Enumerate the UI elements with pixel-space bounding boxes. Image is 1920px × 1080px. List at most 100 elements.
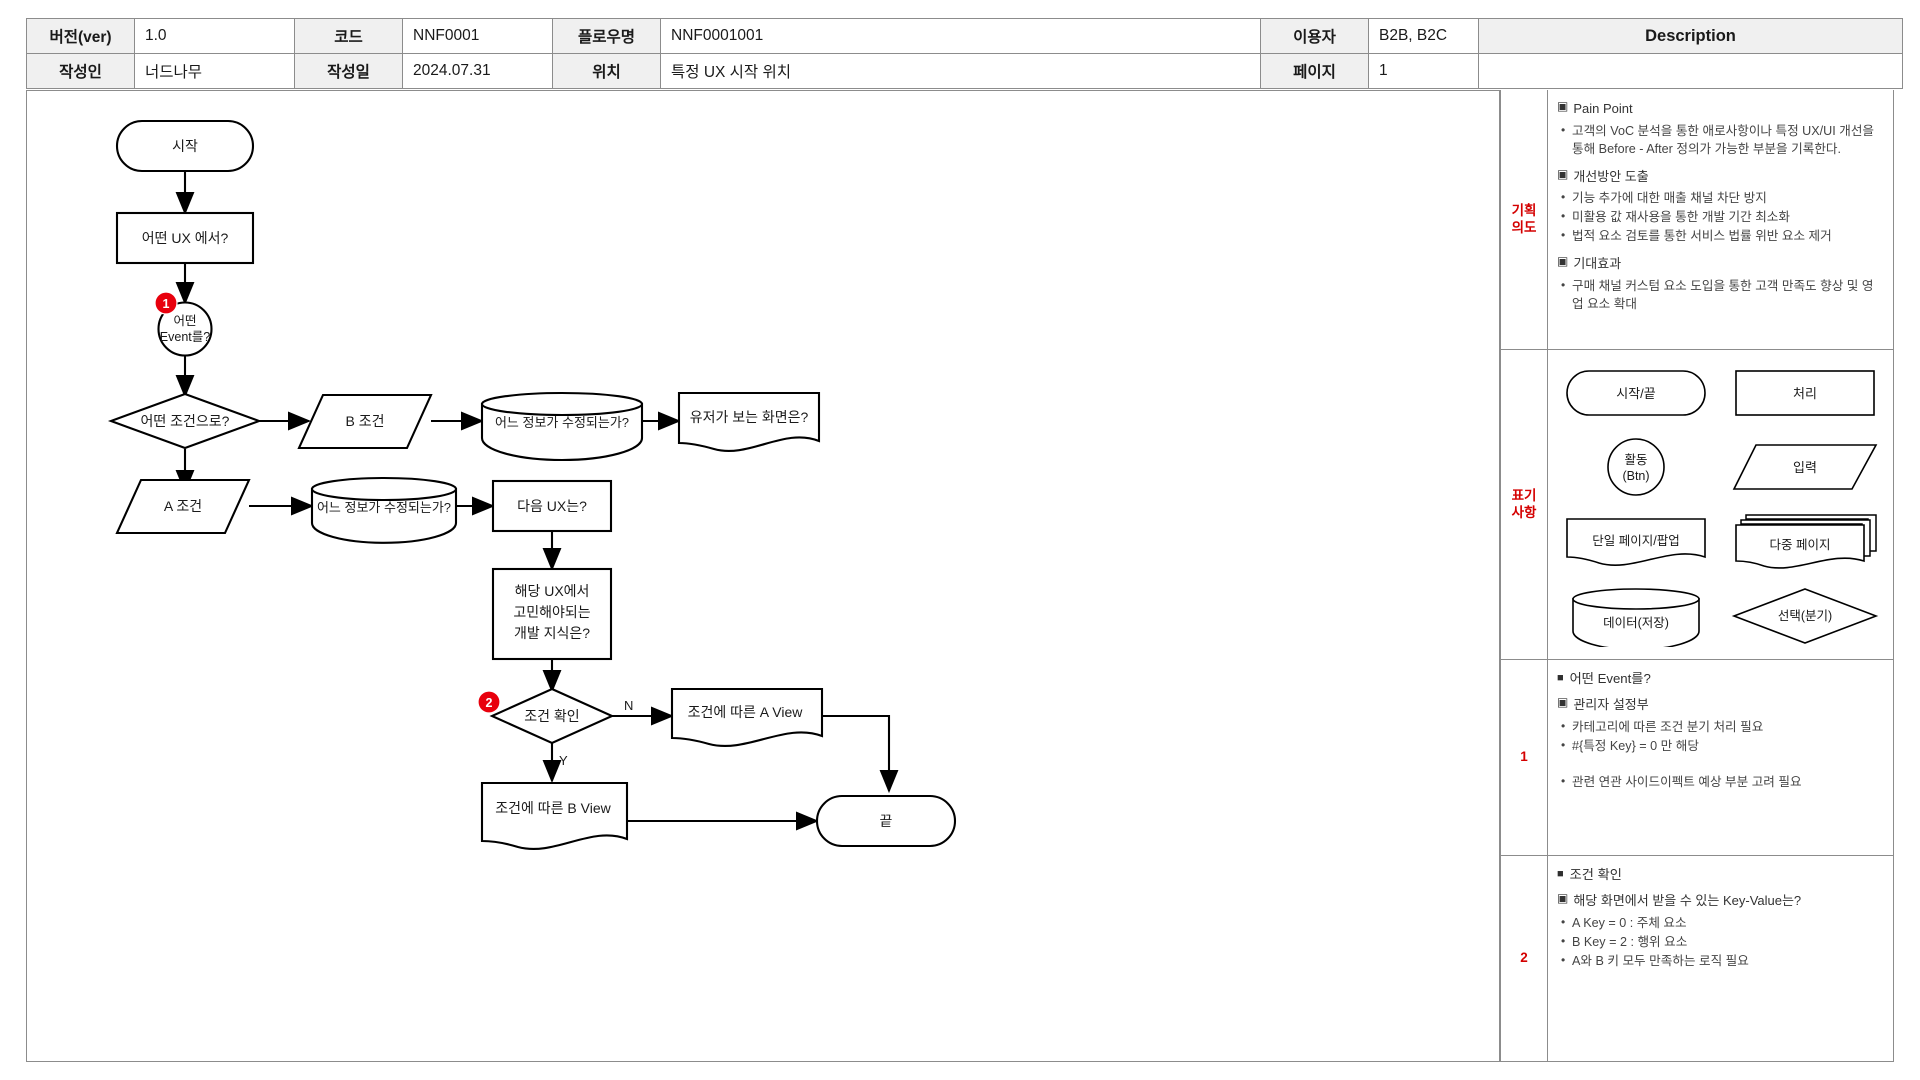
node-dev-knowledge-shape	[491, 567, 613, 661]
edge-aview-to-end	[822, 714, 899, 794]
label-version: 버전(ver)	[26, 18, 135, 54]
note-1-title-row: ■ 어떤 Event를?	[1557, 669, 1884, 688]
note-2-title-row: ■ 조건 확인	[1557, 865, 1884, 884]
note-1-number: 1	[1501, 660, 1548, 855]
parallelogram-icon	[1732, 444, 1878, 491]
intent-items-1: 기능 추가에 대한 매출 채널 차단 방지 미활용 값 재사용을 통한 개발 기…	[1557, 189, 1884, 246]
cylinder-icon	[1572, 588, 1701, 610]
label-code: 코드	[294, 18, 403, 54]
node-start-shape	[115, 119, 255, 173]
square-bullet-icon: ▣	[1557, 99, 1569, 113]
node-dev-knowledge-line1: 해당 UX에서	[515, 583, 590, 599]
node-which-condition-label: 어떤 조건으로?	[141, 413, 230, 429]
legend-item-branch: 선택(분기)	[1721, 579, 1890, 653]
note-2-body: ■ 조건 확인 ▣ 해당 화면에서 받을 수 있는 Key-Value는? A …	[1548, 856, 1893, 1061]
edge-label-n: N	[624, 698, 633, 713]
intent-items-2: 구매 채널 커스텀 요소 도입을 통한 고객 만족도 향상 및 영업 요소 확대	[1557, 277, 1884, 314]
node-user-screen-label: 유저가 보는 화면은?	[690, 409, 809, 425]
flowchart-canvas: 시작 어떤 UX 에서? 어떤 Event를? 어떤 조건으로? B 조건 A …	[26, 90, 1500, 1062]
legend-item-multi-page: 다중 페이지	[1721, 505, 1890, 579]
node-which-event-shape	[157, 301, 213, 357]
square-bullet-icon: ▣	[1557, 254, 1569, 269]
node-check-condition-label: 조건 확인	[524, 708, 579, 724]
list-item: #{특정 Key} = 0 만 해당	[1557, 737, 1884, 756]
marker-2-label: 2	[486, 696, 493, 710]
value-flow-name: NNF0001001	[660, 18, 1261, 54]
list-item: A와 B 키 모두 만족하는 로직 필요	[1557, 952, 1884, 971]
marker-1: 1	[154, 291, 178, 315]
marker-2-badge	[477, 690, 501, 714]
legend-label-input: 입력	[1793, 460, 1817, 475]
marker-1-label: 1	[163, 297, 170, 311]
node-info-modified-bottom-label: 어느 정보가 수정되는가?	[317, 500, 451, 515]
node-cond-b-label: B 조건	[346, 413, 385, 429]
intent-title-0: Pain Point	[1573, 101, 1633, 116]
list-item: B Key = 2 : 행위 요소	[1557, 933, 1884, 952]
circle-icon	[1607, 438, 1666, 497]
diamond-icon	[1731, 588, 1879, 644]
list-item: 관련 연관 사이드이펙트 예상 부분 고려 필요	[1557, 773, 1884, 792]
list-item: 기능 추가에 대한 매출 채널 차단 방지	[1557, 189, 1884, 208]
legend-label-terminator: 시작/끝	[1617, 386, 1657, 401]
legend-label-single-page: 단일 페이지/팝업	[1593, 534, 1680, 548]
multidocument-icon	[1734, 523, 1865, 569]
note-1-subtitle-row: ▣ 관리자 설정부	[1557, 696, 1884, 715]
note-1-items: 카테고리에 따른 조건 분기 처리 필요 #{특정 Key} = 0 만 해당 …	[1557, 718, 1884, 792]
intent-section-title-0: ▣ Pain Point	[1557, 100, 1884, 119]
list-spacer	[1557, 757, 1884, 773]
description-row-note-1: 1 ■ 어떤 Event를? ▣ 관리자 설정부 카테고리에 따른 조건 분기 …	[1501, 660, 1893, 856]
node-next-ux-label: 다음 UX는?	[517, 498, 587, 514]
node-info-modified-bottom-shape	[310, 476, 458, 544]
square-bullet-icon: ▣	[1557, 695, 1569, 710]
node-dev-knowledge-line2: 고민해야되는	[513, 604, 590, 620]
value-created-date: 2024.07.31	[402, 53, 553, 89]
intent-section-title-2: ▣ 기대효과	[1557, 255, 1884, 274]
node-a-view-shape	[670, 687, 824, 747]
intent-section-title-1: ▣ 개선방안 도출	[1557, 168, 1884, 187]
legend-label-process: 처리	[1793, 386, 1817, 401]
node-which-event-label-1: 어떤	[173, 314, 196, 328]
node-next-ux-shape	[491, 479, 613, 533]
square-bullet-icon: ▣	[1557, 891, 1569, 906]
label-created-date: 작성일	[294, 53, 403, 89]
header-row-2: 작성인 너드나무 작성일 2024.07.31 위치 특정 UX 시작 위치 페…	[26, 53, 1903, 89]
description-row-note-2: 2 ■ 조건 확인 ▣ 해당 화면에서 받을 수 있는 Key-Value는? …	[1501, 856, 1893, 1061]
legend-item-input: 입력	[1721, 430, 1890, 504]
node-cond-a-shape	[115, 478, 251, 535]
node-check-condition-shape	[489, 687, 615, 745]
label-location: 위치	[552, 53, 661, 89]
value-code: NNF0001	[402, 18, 553, 54]
edge-label-y: Y	[559, 753, 568, 768]
label-flow-name: 플로우명	[552, 18, 661, 54]
node-which-ux-shape	[115, 211, 255, 265]
marker-1-badge	[154, 291, 178, 315]
value-author: 너드나무	[134, 53, 295, 89]
value-page: 1	[1368, 53, 1479, 89]
node-cond-a-label: A 조건	[164, 498, 202, 514]
note-2-subtitle: 해당 화면에서 받을 수 있는 Key-Value는?	[1573, 893, 1802, 909]
note-2-title: 조건 확인	[1569, 867, 1622, 882]
label-user-type: 이용자	[1260, 18, 1369, 54]
marker-2: 2	[477, 690, 501, 714]
document-icon	[1566, 517, 1707, 566]
note-2-items: A Key = 0 : 주체 요소 B Key = 2 : 행위 요소 A와 B…	[1557, 914, 1884, 971]
note-1-subtitle: 관리자 설정부	[1573, 697, 1649, 713]
header-spacer-cell	[1478, 53, 1903, 89]
node-b-view-shape	[480, 781, 629, 850]
list-item: 구매 채널 커스텀 요소 도입을 통한 고객 만족도 향상 및 영업 요소 확대	[1557, 277, 1884, 314]
intent-items-0: 고객의 VoC 분석을 통한 애로사항이나 특정 UX/UI 개선을 통해 Be…	[1557, 122, 1884, 159]
legend-item-process: 처리	[1721, 356, 1890, 430]
description-title: Description	[1478, 18, 1903, 54]
node-which-event-label-2: Event를?	[160, 330, 210, 344]
node-b-view-label: 조건에 따른 B View	[495, 800, 611, 816]
list-item: 미활용 값 재사용을 통한 개발 기간 최소화	[1557, 208, 1884, 227]
node-which-condition-shape	[107, 392, 263, 450]
legend-label-branch: 선택(분기)	[1778, 609, 1832, 623]
note-2-subtitle-row: ▣ 해당 화면에서 받을 수 있는 Key-Value는?	[1557, 892, 1884, 911]
